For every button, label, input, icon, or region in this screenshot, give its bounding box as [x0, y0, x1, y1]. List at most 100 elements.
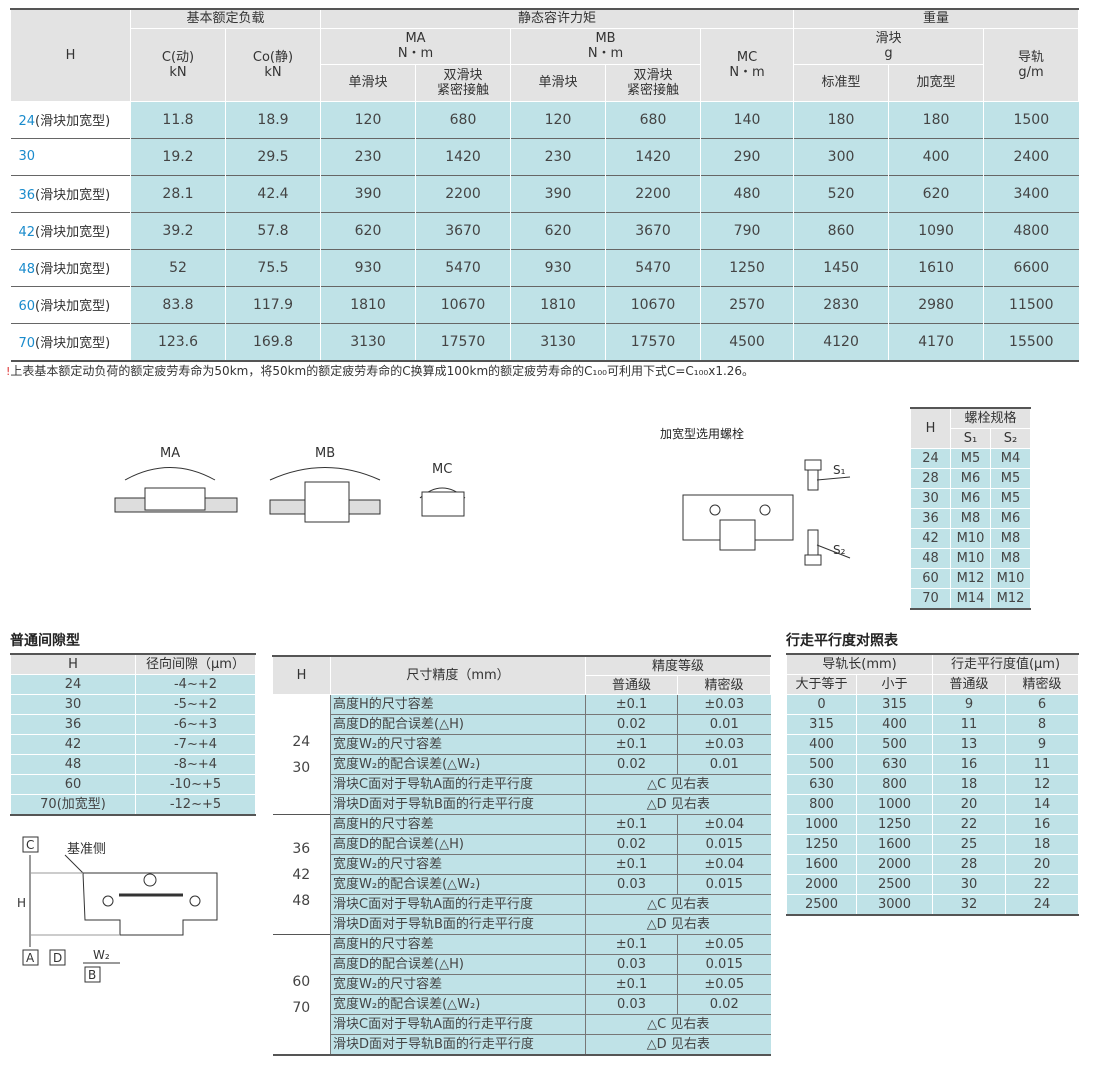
table-cell: 9: [932, 694, 1007, 715]
table-cell: 28.1: [130, 174, 226, 212]
col-rail-length: 导轨长(mm): [785, 653, 934, 675]
normal-value: 0.02: [585, 714, 678, 735]
dimension-label: 滑块D面对于导轨B面的行走平行度: [330, 794, 586, 815]
table-cell: 120: [320, 100, 416, 138]
dimension-label: 滑块D面对于导轨B面的行走平行度: [330, 1034, 586, 1055]
ref-c: C: [26, 838, 34, 852]
table-cell: M5: [950, 448, 991, 469]
normal-value: ±0.1: [585, 934, 678, 955]
precise-value: ±0.04: [676, 854, 771, 875]
table-cell: 30: [910, 488, 951, 509]
h-value: 30: [292, 759, 311, 776]
reference-diagram: C 基准侧 H A D W₂ B: [17, 836, 218, 983]
dimension-label: 滑块C面对于导轨A面的行走平行度: [330, 774, 586, 795]
grade-value: △D 见右表: [584, 914, 771, 935]
table-cell: 70: [910, 588, 951, 610]
table-cell: 500: [786, 754, 857, 775]
precise-value: ±0.05: [676, 934, 771, 955]
table-cell: 1600: [786, 854, 857, 875]
h-value: 36: [292, 840, 311, 857]
row-h: 30: [10, 137, 131, 175]
table-cell: 1000: [855, 794, 934, 815]
h-value: 24: [18, 114, 36, 129]
table-cell: 930: [320, 248, 416, 286]
dimension-label: 宽度W₂的尺寸容差: [330, 974, 586, 995]
h-value: 70: [18, 336, 36, 351]
dimension-label: 宽度W₂的尺寸容差: [330, 854, 586, 875]
precise-value: ±0.03: [676, 734, 771, 755]
table-cell: 28: [932, 854, 1007, 875]
col-mb-single: 单滑块: [510, 64, 607, 102]
table-cell: 860: [793, 211, 889, 249]
table-cell: 680: [415, 100, 511, 138]
table-row: 宽度W₂的尺寸容差±0.1±0.03: [273, 734, 771, 755]
table-cell: 11: [932, 714, 1007, 735]
table-cell: -8~+4: [135, 754, 256, 775]
table-cell: 169.8: [224, 322, 321, 361]
normal-value: ±0.1: [585, 854, 678, 875]
table-cell: 30: [10, 694, 136, 715]
table-cell: M10: [989, 568, 1032, 589]
table-cell: 120: [510, 100, 606, 138]
table-cell: 57.8: [224, 211, 321, 249]
row-h: 60(滑块加宽型): [10, 285, 131, 323]
h-value: 48: [292, 892, 311, 909]
table-cell: 75.5: [224, 248, 321, 286]
grade-value: △C 见右表: [584, 894, 771, 915]
h-value: 24: [292, 733, 311, 750]
table-cell: 1420: [605, 137, 701, 175]
table-cell: 230: [320, 137, 416, 175]
table-cell: 680: [605, 100, 701, 138]
table-cell: 10670: [415, 285, 511, 323]
col-dimension: 尺寸精度（mm）: [330, 655, 586, 695]
h-value: 48: [18, 262, 36, 277]
table-cell: 290: [700, 137, 794, 175]
table-cell: 24: [10, 674, 136, 695]
table-cell: 6600: [983, 248, 1079, 286]
col-wide: 加宽型: [888, 64, 985, 102]
table-cell: 2570: [700, 285, 794, 323]
table-cell: 24: [1005, 894, 1080, 916]
table-cell: 1500: [983, 100, 1079, 138]
col-c-stat: Co(静)kN: [224, 28, 322, 102]
h-suffix: (滑块加宽型): [35, 225, 111, 240]
table-cell: 1420: [415, 137, 511, 175]
dimension-label: 宽度W₂的尺寸容差: [330, 734, 586, 755]
table-row: 42-7~+4: [10, 734, 256, 755]
mb-block-icon: [304, 481, 350, 523]
h-value: 42: [292, 866, 311, 883]
table-cell: 1250: [700, 248, 794, 286]
h-suffix: (滑块加宽型): [35, 299, 111, 314]
table-cell: 2500: [786, 894, 857, 916]
table-cell: 48: [10, 754, 136, 775]
dimension-label: 高度D的配合误差(△H): [330, 954, 586, 975]
table-cell: -12~+5: [135, 794, 256, 816]
table-cell: 42.4: [224, 174, 321, 212]
table-cell: M10: [950, 528, 991, 549]
table-cell: 17570: [605, 322, 701, 361]
table-cell: 3670: [605, 211, 701, 249]
ref-d: D: [53, 951, 62, 965]
dimension-label: 滑块C面对于导轨A面的行走平行度: [330, 1014, 586, 1035]
grade-value: △D 见右表: [584, 1034, 771, 1055]
table-cell: M8: [950, 508, 991, 529]
bolt-s2-icon: [807, 529, 819, 556]
moment-diagrams: MA MB MC: [114, 446, 466, 523]
